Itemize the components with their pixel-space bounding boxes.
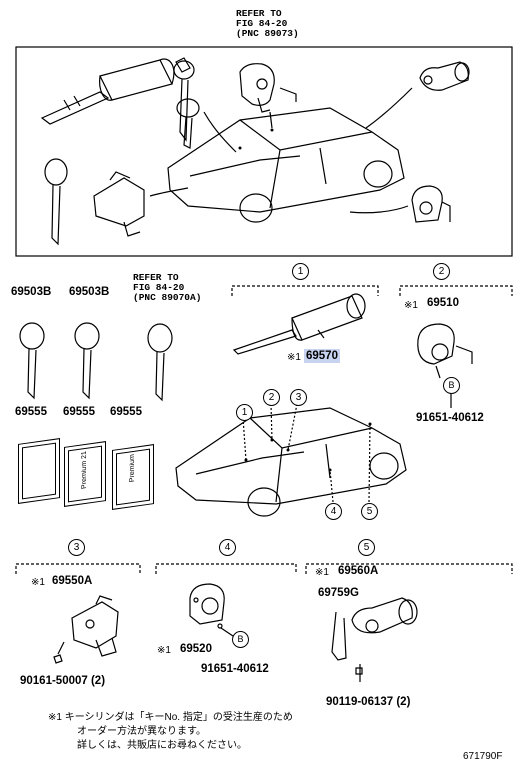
section-4-mark: ※1 [157, 645, 171, 656]
card-part-69555-a[interactable]: 69555 [15, 406, 47, 418]
footnote-line-1: ※1 キーシリンダは「キーNo. 指定」の受注生産のため [48, 712, 293, 723]
card-premium-21-text: Premium 21 [81, 450, 88, 490]
section-3-mark: ※1 [31, 577, 45, 588]
section-1-mark: ※1 [287, 352, 301, 363]
section-5-mark: ※1 [315, 567, 329, 578]
part-90161-50007[interactable]: 90161-50007 (2) [20, 675, 106, 687]
steering-lock-69550A-drawing [71, 595, 119, 657]
footnote-line-3: 詳しくは、共販店にお尋ねください。 [77, 740, 247, 751]
luggage-lock-69560A-drawing [331, 597, 418, 661]
car-callout-2: 2 [263, 389, 280, 406]
key-refer-note[interactable]: REFER TO FIG 84-20 (PNC 89070A) [133, 272, 202, 303]
card-premium: Premium [112, 444, 154, 510]
section-4-bracket [155, 563, 297, 574]
car-callout-3: 3 [290, 389, 307, 406]
bolt-marker-b-section-4: B [232, 631, 249, 648]
footnote-line-2: オーダー方法が異なります。 [77, 726, 206, 737]
section-1-bracket [231, 285, 379, 296]
card-blank [18, 438, 60, 504]
part-69560A[interactable]: 69560A [338, 565, 379, 577]
part-69520[interactable]: 69520 [180, 643, 212, 655]
section-4-label: 4 [219, 539, 236, 556]
top-figure-frame [15, 46, 513, 257]
section-1-label: 1 [292, 263, 309, 280]
ignition-cylinder-drawing [40, 57, 191, 125]
part-69570-label: 69570 [304, 349, 340, 363]
part-69550A[interactable]: 69550A [52, 575, 93, 587]
key-69503B-b-drawing [74, 322, 100, 400]
steering-lock-drawing [93, 171, 145, 237]
section-2-label: 2 [433, 263, 450, 280]
card-premium-21: Premium 21 [64, 441, 106, 507]
section-3-label: 3 [68, 539, 85, 556]
card-part-69555-b[interactable]: 69555 [63, 406, 95, 418]
car-callout-1: 1 [236, 404, 253, 421]
ignition-cylinder-69570-drawing [232, 293, 366, 355]
section-3-bracket [15, 563, 141, 574]
part-91651-40612-b[interactable]: 91651-40612 [201, 663, 269, 675]
glove-lock-drawing [411, 185, 451, 223]
car-callout-4: 4 [325, 503, 342, 520]
figure-id: 671790F [463, 751, 503, 762]
top-car-drawing [167, 107, 405, 223]
door-lock-drawing [239, 63, 297, 113]
part-69570[interactable]: 69570 [304, 349, 340, 363]
section-5-bracket [305, 563, 513, 574]
luggage-lock-drawing [419, 61, 470, 91]
key-part-69503B-b[interactable]: 69503B [69, 286, 110, 298]
card-part-69555-c[interactable]: 69555 [110, 406, 142, 418]
card-premium-text: Premium [129, 453, 136, 483]
car-callout-5: 5 [361, 503, 378, 520]
part-69510[interactable]: 69510 [427, 297, 459, 309]
middle-car-drawing [175, 407, 407, 517]
section-5-label: 5 [358, 539, 375, 556]
section-2-mark: ※1 [404, 300, 418, 311]
glove-lock-69520-drawing [189, 583, 225, 629]
key-part-69503B-a[interactable]: 69503B [11, 286, 52, 298]
part-90119-06137[interactable]: 90119-06137 (2) [326, 696, 411, 708]
top-refer-note[interactable]: REFER TO FIG 84-20 (PNC 89073) [236, 8, 299, 39]
key-69503B-a-drawing [19, 322, 45, 400]
part-69759G[interactable]: 69759G [318, 587, 359, 599]
bolt-marker-b-section-2: B [443, 377, 460, 394]
part-91651-40612-a[interactable]: 91651-40612 [416, 412, 484, 424]
top-keys-drawing [44, 60, 200, 246]
door-lock-69510-drawing [417, 323, 473, 379]
section-2-bracket [399, 285, 513, 296]
key-master-drawing [147, 323, 173, 402]
